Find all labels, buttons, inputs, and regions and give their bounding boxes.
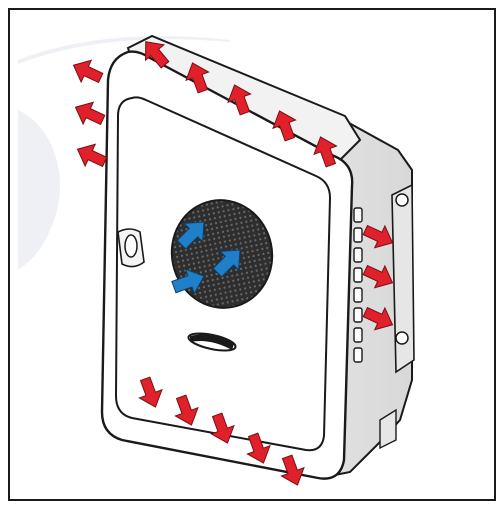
device-logo-icon	[187, 332, 237, 352]
figure-frame	[8, 8, 496, 501]
exhaust-arrows-left	[67, 53, 111, 174]
enclosure-device	[100, 34, 415, 480]
watermark-shapes	[18, 36, 230, 270]
red-exhaust-arrow-icon	[67, 53, 107, 90]
door-latch-icon	[117, 228, 145, 268]
side-vent-slots	[353, 207, 363, 363]
red-exhaust-arrow-icon	[71, 137, 111, 174]
wall-bracket	[379, 183, 415, 450]
red-exhaust-arrow-icon	[69, 95, 109, 132]
